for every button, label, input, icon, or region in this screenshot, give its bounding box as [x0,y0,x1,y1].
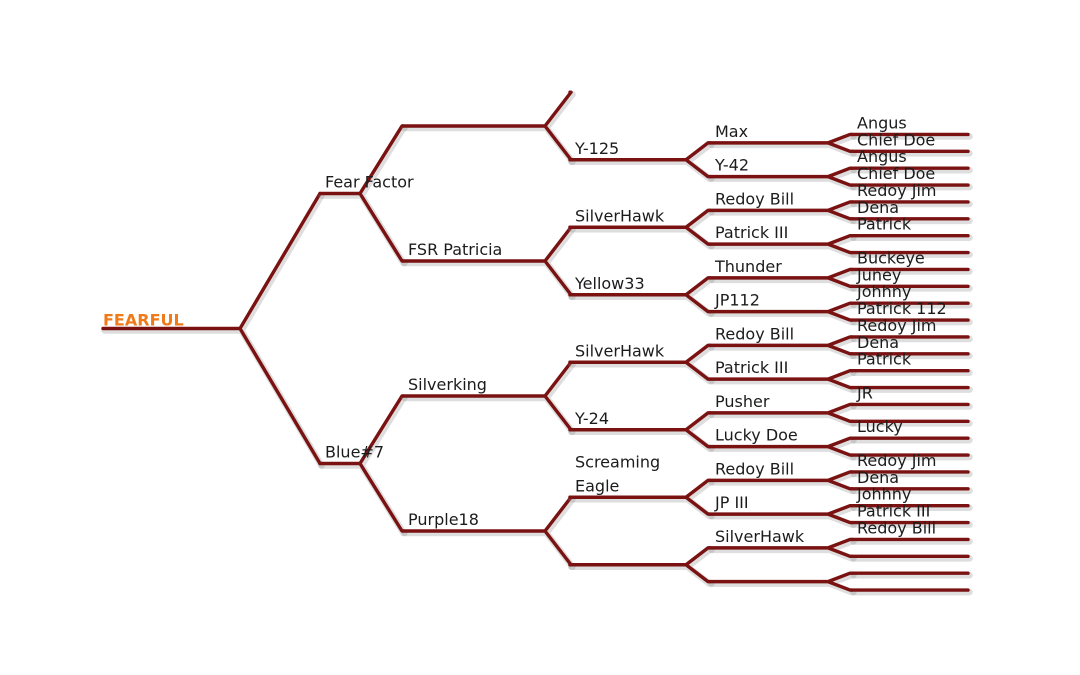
ancestor-name: Angus [857,113,907,132]
ancestor-name: Patrick [857,215,912,234]
ancestor-name: Chief Doe [857,130,935,149]
ancestor-name: Chief Doe [857,164,935,183]
ancestor-name: Johhny [856,282,911,301]
ancestor-name: Thunder [714,257,782,276]
ancestor-name: Blue#7 [325,443,384,462]
ancestor-name: Dena [857,333,899,352]
ancestor-name: Redoy Jim [857,316,937,335]
ancestor-name: JP112 [714,291,760,310]
ancestor-name: JP III [714,493,749,512]
ancestor-name: Patrick [857,350,912,369]
tree-lines [101,90,973,596]
ancestor-name: Eagle [575,476,619,495]
branch-gen-0 [101,191,322,466]
ancestor-name: Y-42 [714,156,749,175]
ancestor-name: Fear Factor [325,173,414,192]
ancestor-name: Screaming [575,452,660,471]
ancestor-name: SilverHawk [715,527,805,546]
ancestor-name: Redoy Bill [715,324,794,343]
ancestor-name: Johhny [856,485,911,504]
ancestor-name: Lucky Doe [715,426,798,445]
ancestor-name: Silverking [408,375,487,394]
ancestor-name: Pusher [715,392,770,411]
ancestor-name: Juney [856,265,901,284]
ancestor-name: Redoy Bill [857,518,936,537]
ancestor-name: Redoy Bill [715,459,794,478]
ancestor-name: Yellow33 [574,274,645,293]
ancestor-name: Y-24 [574,409,609,428]
ancestor-name: Patrick III [857,502,930,521]
ancestor-name: Redoy Bill [715,189,794,208]
ancestor-name: SilverHawk [575,206,665,225]
ancestor-name: Patrick III [715,223,788,242]
branch-gen-0-shadow [101,192,325,469]
ancestor-name: Angus [857,147,907,166]
branch-gen-2 [401,225,573,297]
branch-gen-2 [401,360,573,432]
ancestor-name: Max [715,122,748,141]
ancestor-name: JR [856,383,873,402]
ancestor-name: Lucky [857,417,903,436]
branch-gen-1 [318,394,405,533]
ancestor-name: Patrick III [715,358,788,377]
ancestor-name: Redoy Jim [857,451,937,470]
ancestor-name: Redoy Jim [857,181,937,200]
ancestor-name: Buckeye [857,248,925,267]
branch-gen-1 [318,124,405,263]
ancestor-name: FSR Patricia [408,240,502,259]
ancestor-name: Patrick 112 [857,299,947,318]
ancestor-name: Dena [857,198,899,217]
branch-gen-2 [401,90,573,162]
branch-gen-2 [401,495,573,567]
animal-name-root: FEARFUL [103,311,184,330]
ancestor-name: SilverHawk [575,341,665,360]
ancestor-name: Purple18 [408,510,479,529]
ancestor-name: Dena [857,468,899,487]
ancestor-name: Y-125 [574,139,619,158]
